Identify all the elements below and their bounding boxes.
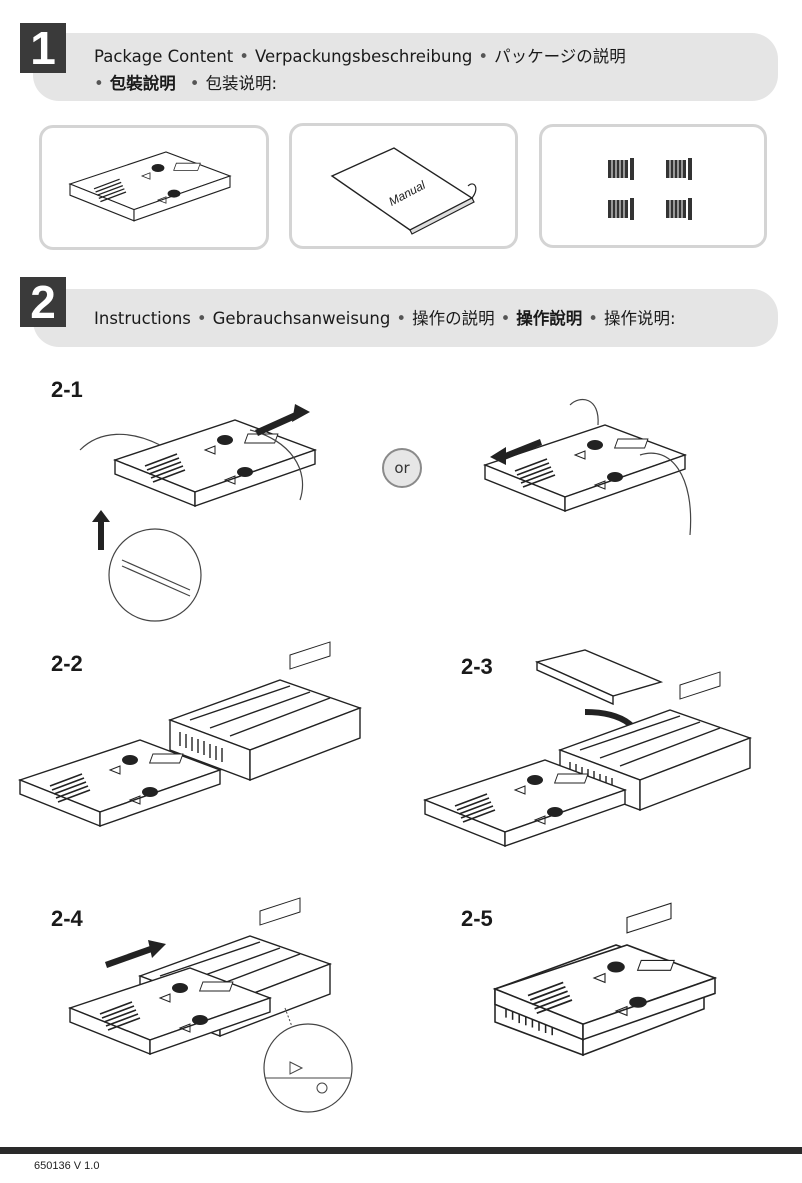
or-separator: or — [382, 448, 422, 488]
step-2-2-label: 2-2 — [51, 651, 83, 676]
instructions-de: Gebrauchsanweisung — [212, 309, 391, 328]
section1-line2: •包裝說明•包装说明: — [94, 74, 278, 93]
version-label: 650136 V 1.0 — [34, 1160, 100, 1172]
section2-line: Instructions•Gebrauchsanweisung•操作の説明•操作… — [94, 309, 676, 328]
package-content-zh-cn: 包装说明: — [205, 74, 278, 93]
footer-bar — [0, 1147, 802, 1154]
manual-illustration: Manual — [330, 147, 477, 235]
instructions-ja: 操作の説明 — [412, 309, 495, 328]
screw-icon — [608, 198, 634, 220]
instructions-zh-tw: 操作說明 — [516, 309, 583, 328]
step-2-4-label: 2-4 — [51, 906, 83, 931]
section2-header-bar — [33, 289, 778, 347]
step-2-1-illustration-right — [484, 398, 692, 536]
step-2-4-illustration — [69, 897, 353, 1113]
section2-number: 2 — [20, 277, 66, 327]
screw-icon — [666, 198, 692, 220]
step-2-2-illustration — [19, 641, 361, 827]
section1-header-bar — [33, 33, 778, 101]
step-2-1-label: 2-1 — [51, 377, 83, 402]
package-content-de: Verpackungsbeschreibung — [255, 47, 473, 66]
screw-icon — [666, 158, 692, 180]
step-2-3-label: 2-3 — [461, 654, 493, 679]
screws-illustration — [608, 158, 692, 220]
enclosure-illustration — [69, 151, 231, 222]
section1-line1: Package Content•Verpackungsbeschreibung•… — [94, 47, 626, 66]
section1-number: 1 — [20, 23, 66, 73]
screws-card — [539, 124, 767, 248]
package-content-zh-tw: 包裝說明 — [109, 74, 176, 93]
package-content-ja: パッケージの説明 — [494, 47, 626, 66]
step-2-5-label: 2-5 — [461, 906, 493, 931]
step-2-5-illustration — [494, 902, 716, 1056]
enclosure-card — [39, 125, 269, 250]
step-2-3-illustration — [424, 649, 751, 847]
screw-icon — [608, 158, 634, 180]
instructions-zh-cn: 操作说明: — [604, 309, 676, 328]
instructions-en: Instructions — [94, 309, 191, 328]
manual-card: Manual — [289, 123, 518, 249]
package-content-en: Package Content — [94, 47, 234, 66]
step-2-1-illustration-left — [79, 404, 316, 622]
